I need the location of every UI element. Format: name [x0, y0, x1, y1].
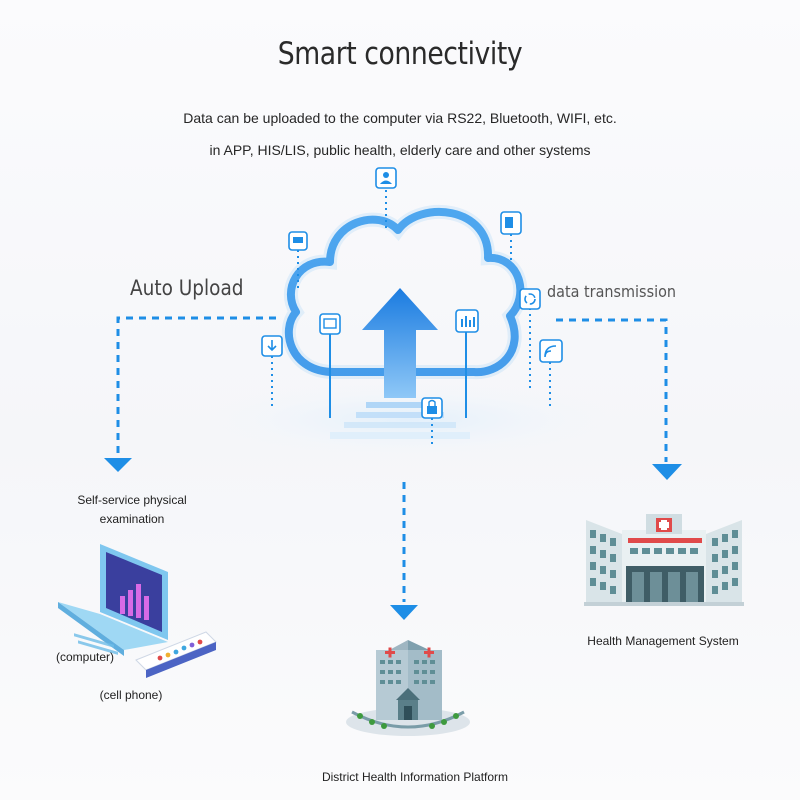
lock-icon: [421, 397, 443, 419]
computer-label: (computer): [55, 650, 114, 664]
arrowhead-right: [652, 464, 682, 480]
user-icon: [375, 167, 397, 189]
page-title: Smart connectivity: [277, 36, 523, 72]
chart-icon: [455, 309, 479, 333]
subtitle-line-2: in APP, HIS/LIS, public health, elderly …: [209, 142, 591, 158]
laptop-illustration: [58, 544, 168, 656]
data-transmission-label: data transmission: [547, 282, 677, 301]
health-management-label: Health Management System: [587, 634, 739, 648]
subtitle-line-1: Data can be uploaded to the computer via…: [183, 110, 617, 126]
path-to-self-service: [116, 316, 276, 456]
wifi-icon: [539, 339, 563, 363]
phone-illustration: [135, 631, 217, 678]
auto-upload-label: Auto Upload: [130, 276, 244, 300]
path-to-health-management: [556, 318, 668, 462]
download-icon: [261, 335, 283, 357]
district-platform-label: District Health Information Platform: [321, 770, 509, 784]
chat-icon: [288, 231, 308, 251]
document-icon: [500, 211, 522, 235]
screen-icon: [319, 313, 341, 335]
arrowhead-center: [390, 605, 418, 620]
refresh-icon: [519, 288, 541, 310]
health-management-building-illustration: [584, 514, 744, 606]
cloud-outline: [284, 207, 525, 377]
self-service-label: Self-service physical examination: [77, 493, 187, 526]
arrowhead-left: [104, 458, 132, 472]
upload-arrow: [362, 288, 438, 398]
cell-phone-label: (cell phone): [99, 688, 163, 702]
district-hospital-illustration: [346, 640, 470, 736]
